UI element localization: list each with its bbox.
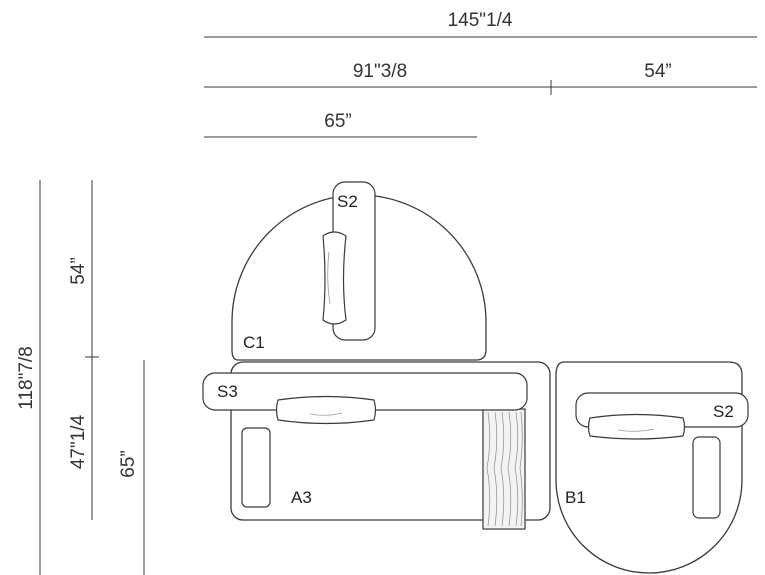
side-dimensions: 118"7/8 54” 47"1/4 65” bbox=[16, 180, 145, 575]
module-s3-pillow-shade bbox=[309, 412, 343, 416]
module-a3-armrest bbox=[241, 427, 271, 508]
wood-grain-4 bbox=[507, 411, 512, 527]
module-c1-label: C1 bbox=[243, 333, 265, 352]
module-s2-right-label: S2 bbox=[713, 402, 734, 421]
total-depth-label: 118"7/8 bbox=[16, 346, 37, 409]
module-s2-top-pillow-shade bbox=[327, 251, 331, 305]
wood-grain-1 bbox=[486, 411, 491, 527]
lower-depth-label: 47"1/4 bbox=[68, 414, 89, 469]
wood-side-table-body bbox=[482, 408, 526, 530]
module-s2-top-label: S2 bbox=[337, 192, 358, 211]
right-width-label: 54” bbox=[644, 61, 671, 82]
right-depth-label: 65” bbox=[118, 450, 139, 477]
module-b1-armrest bbox=[692, 436, 721, 519]
wood-grain-2 bbox=[493, 411, 498, 527]
module-s3-pillow bbox=[275, 395, 377, 425]
wood-grain-6 bbox=[519, 411, 523, 527]
module-a3-label: A3 bbox=[291, 488, 312, 507]
module-s2-right-pillow bbox=[587, 413, 686, 440]
wood-grain-5 bbox=[514, 411, 519, 527]
module-s3: S3 bbox=[202, 372, 528, 425]
sofa-width-label: 65” bbox=[324, 111, 351, 132]
module-s2-right: S2 bbox=[575, 392, 749, 440]
top-dimensions: 145"1/4 91"3/8 54” 65” bbox=[204, 10, 757, 138]
module-s3-label: S3 bbox=[217, 382, 238, 401]
module-s2-top-pillow bbox=[322, 231, 347, 325]
upper-depth-label: 54” bbox=[68, 257, 89, 284]
left-width-label: 91"3/8 bbox=[353, 61, 407, 82]
wood-side-table bbox=[482, 408, 526, 530]
wood-grain-3 bbox=[500, 411, 505, 527]
total-width-label: 145"1/4 bbox=[448, 10, 513, 31]
module-s2-top: S2 bbox=[322, 181, 376, 341]
module-b1-label: B1 bbox=[565, 488, 586, 507]
module-s2-right-pillow-shade bbox=[617, 428, 655, 432]
